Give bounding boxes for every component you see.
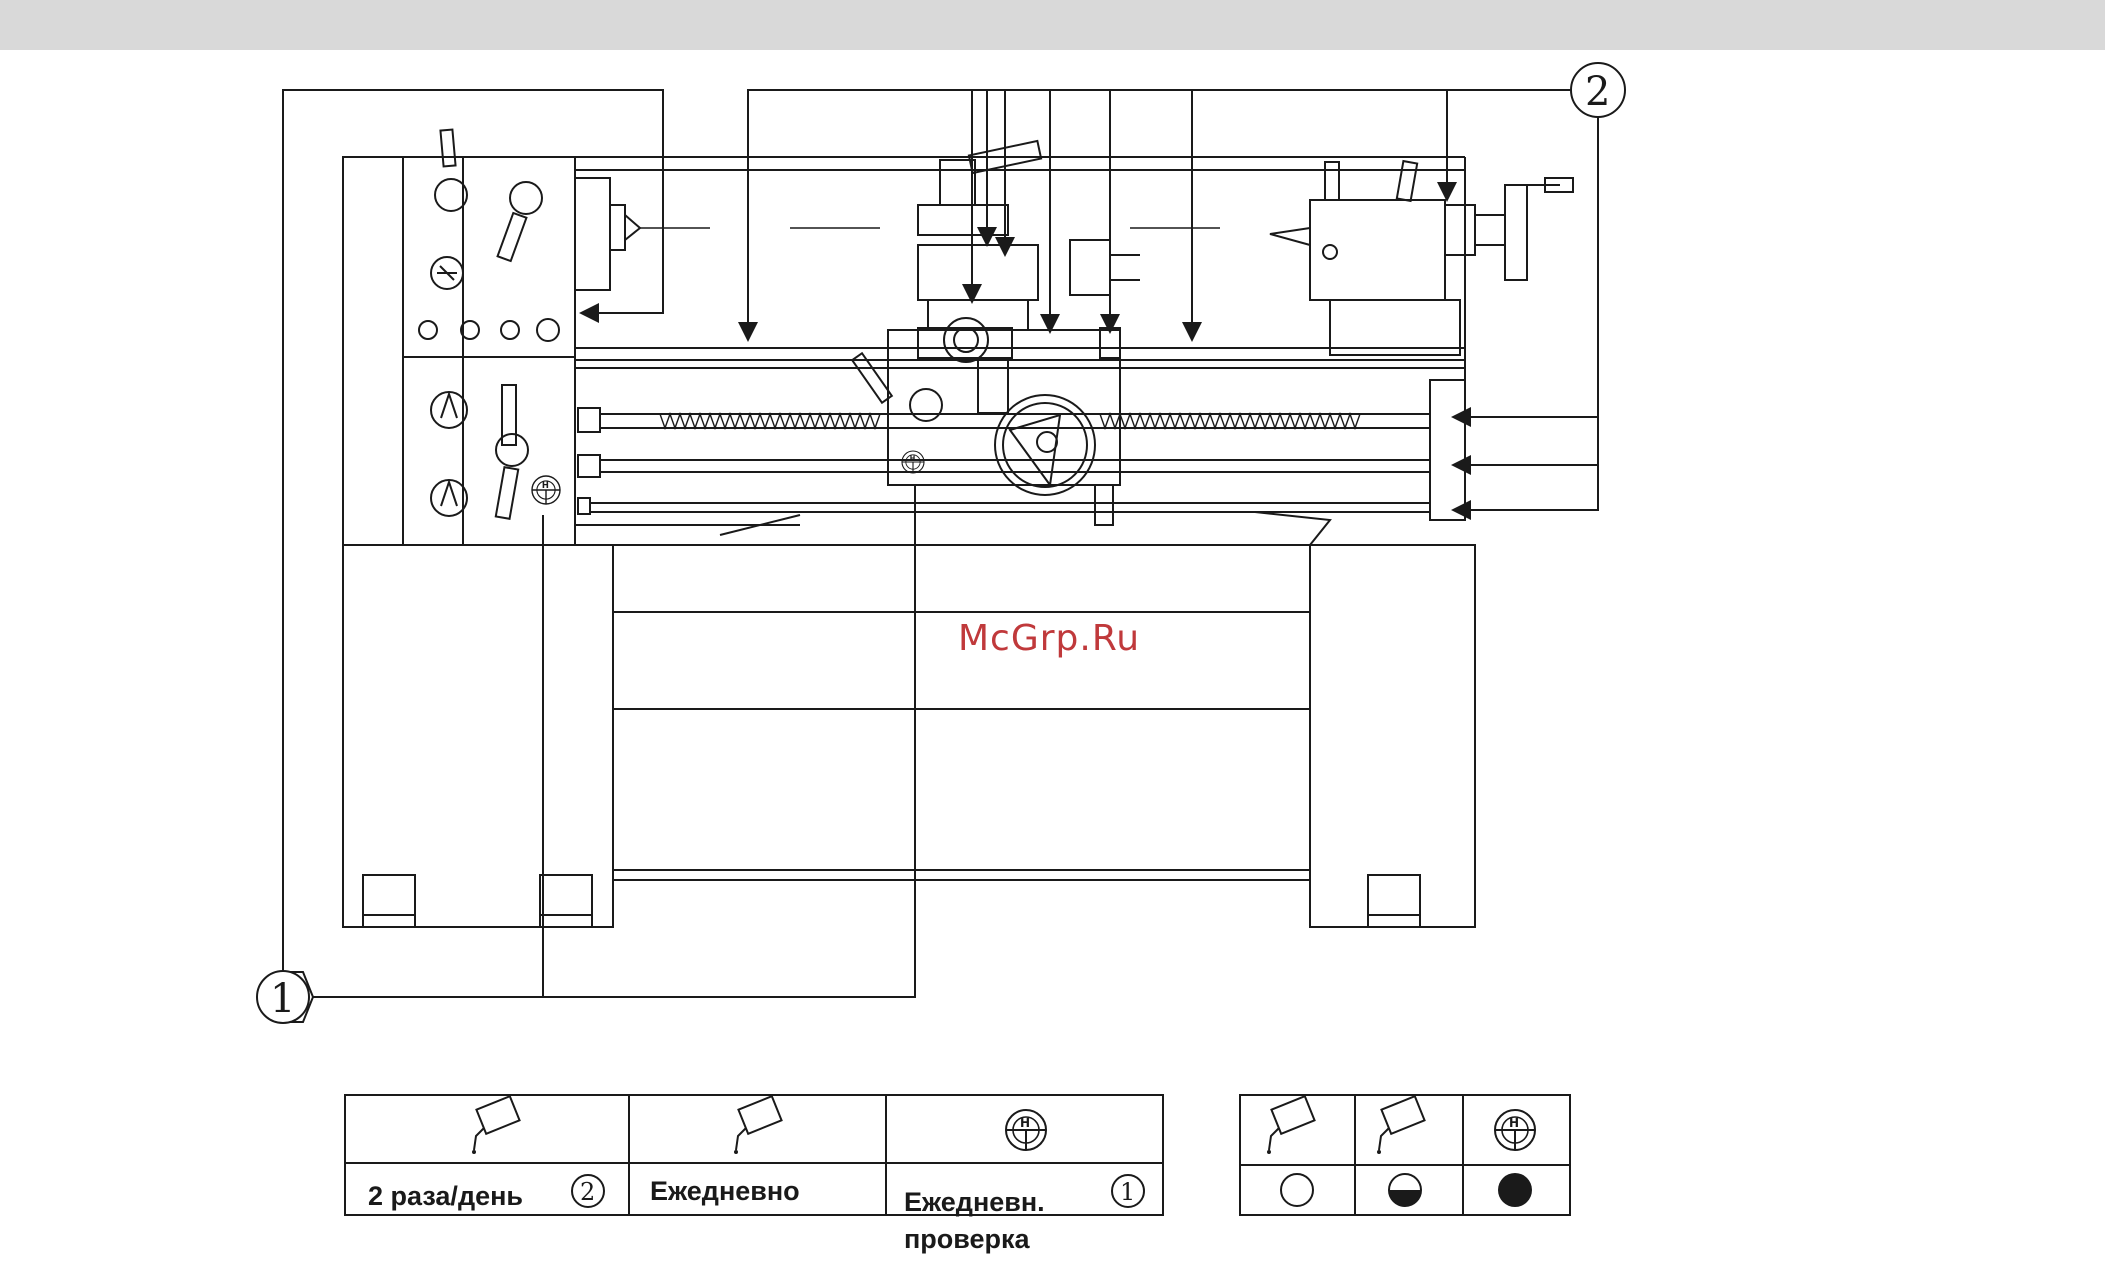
empty-circle-icon: [1281, 1174, 1313, 1206]
oil-level-gauge-icon: [1006, 1110, 1046, 1150]
legend-1-text: 2 раза/день: [368, 1181, 523, 1211]
oil-can-icon: [734, 1096, 782, 1154]
headstock-body: [403, 157, 575, 545]
legend-3-text2: проверка: [904, 1224, 1031, 1254]
callout-1-leaders: [283, 90, 915, 997]
callout-1-label: 1: [270, 976, 295, 1022]
half-filled-circle-icon: [1389, 1174, 1421, 1206]
oil-can-icon: [1267, 1096, 1315, 1154]
callout-2-leaders: [748, 90, 1598, 510]
oil-can-icon: [1377, 1096, 1425, 1154]
callout-2-label: 2: [1585, 69, 1610, 115]
watermark-text: McGrp.Ru: [958, 618, 1140, 659]
callout-2-badge: 2: [1571, 63, 1625, 117]
legend-1-marker: 2: [580, 1178, 595, 1206]
callout-1-badge: 1: [257, 971, 313, 1023]
legend-2-text: Ежедневно: [650, 1176, 800, 1206]
legend-3-text: Ежедневн.: [904, 1187, 1045, 1217]
filled-circle-icon: [1498, 1173, 1532, 1207]
legend-table-frequency: 2 раза/день 2 Ежедневно Ежедневн. провер…: [345, 1095, 1163, 1254]
legend-table-symbols: [1240, 1095, 1570, 1215]
oil-level-gauge-icon: [1495, 1110, 1535, 1150]
oil-can-icon: [472, 1096, 520, 1154]
lathe-machine: [343, 130, 1573, 927]
legend-3-marker: 1: [1120, 1178, 1135, 1206]
